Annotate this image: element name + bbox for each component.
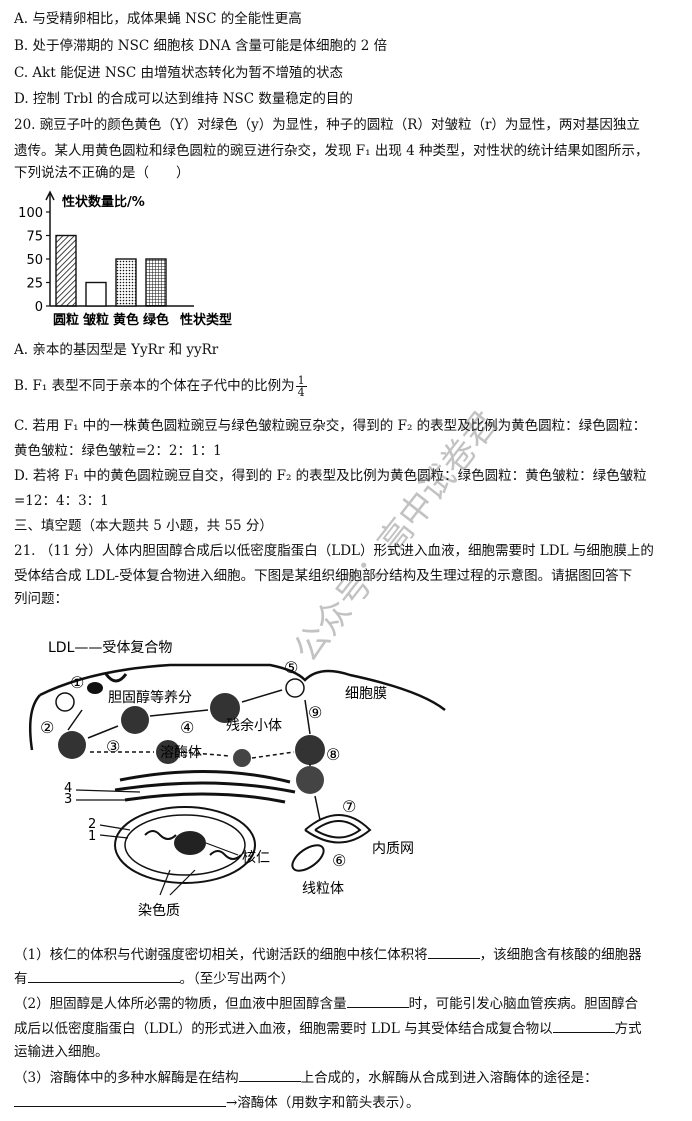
q21-part2-line1: （2）胆固醇是人体所必需的物质，但血液中胆固醇含量 时，可能引发心脑血管疾病。胆固… — [14, 993, 682, 1014]
lysosome-label: 溶酶体 — [160, 745, 202, 761]
q21-part2-line3: 运输进入细胞。 — [14, 1044, 109, 1060]
q21-stem-line1: 21. （11 分）人体内胆固醇合成后以低密度脂蛋白（LDL）形式进入血液，细胞… — [14, 543, 654, 559]
q19-option-d: D. 控制 Trbl 的合成可以达到维持 NSC 数量稳定的目的 — [14, 91, 353, 107]
cell-structure-diagram: LDL——受体复合物 细胞膜 胆固醇等养分 残余小体 溶酶体 核仁 内质网 线粒… — [29, 639, 446, 919]
q21-part1-text-c: 有 — [14, 971, 28, 987]
num-2: ② — [40, 718, 54, 737]
nucleolus-label: 核仁 — [242, 850, 270, 866]
q21-part1-text-d: 。（至少写出两个） — [179, 971, 295, 987]
q21-part2-line2: 成后以低密度脂蛋白（LDL）的形式进入血液，细胞需要时 LDL 与其受体结合成复… — [14, 1018, 682, 1039]
q20-option-d-line1: D. 若将 F₁ 中的黄色圆粒豌豆自交，得到的 F₂ 的表型及比例为黄色圆粒：绿… — [14, 468, 647, 484]
chart-y-tick-label: 0 — [35, 300, 43, 315]
num-5: ⑤ — [284, 658, 298, 677]
q21-part2-text-a: （2）胆固醇是人体所必需的物质，但血液中胆固醇含量 — [14, 996, 347, 1012]
q20-stem-line3: 下列说法不正确的是（ ） — [14, 165, 190, 181]
chromatin-label: 染色质 — [138, 902, 180, 919]
chart-category-label: 圆粒 — [53, 312, 79, 328]
q20-stem-line2: 遗传。某人用黄色圆粒和绿色圆粒的豌豆进行杂交，发现 F₁ 出现 4 种类型，对性… — [14, 143, 649, 159]
num-6: ⑥ — [332, 851, 346, 870]
fraction-numerator: 1 — [295, 374, 307, 387]
q21-part2-text-c: 成后以低密度脂蛋白（LDL）的形式进入血液，细胞需要时 LDL 与其受体结合成复… — [14, 1021, 553, 1037]
q21-part3-text-a: （3）溶酶体中的多种水解酶是在结构 — [14, 1070, 239, 1086]
q20-option-d-line2: =12：4：3：1 — [14, 493, 109, 509]
chart-y-axis-label: 性状数量比/% — [62, 194, 145, 210]
num-1: ① — [70, 673, 84, 692]
num-8: ⑧ — [326, 745, 340, 764]
answer-blank-1[interactable] — [427, 944, 480, 959]
q19-option-c: C. Akt 能促进 NSC 由增殖状态转化为暂不增殖的状态 — [14, 65, 344, 81]
chart-bar — [85, 281, 107, 307]
q21-part3-text-b: 上合成的，水解酶从合成到进入溶酶体的途径是： — [300, 1070, 598, 1086]
chart-x-axis-label: 性状类型 — [180, 312, 232, 328]
cell-membrane-shape — [39, 663, 446, 711]
mitochondrion-label: 线粒体 — [302, 881, 344, 897]
answer-blank-5[interactable] — [238, 1067, 301, 1082]
num-3: ③ — [106, 737, 120, 756]
q19-option-a: A. 与受精卵相比，成体果蝇 NSC 的全能性更高 — [14, 11, 302, 27]
q20-option-b-text: B. F₁ 表型不同于亲本的个体在子代中的比例为 — [14, 378, 295, 394]
q21-part3-line2: →溶酶体（用数字和箭头表示）。 — [14, 1092, 682, 1113]
q21-stem-line2: 受体结合成 LDL-受体复合物进入细胞。下图是某组织细胞部分结构及生理过程的示意… — [14, 568, 633, 584]
chart-bar — [55, 234, 77, 307]
chart-y-tick-label: 50 — [26, 253, 43, 268]
struct-2: 2 — [88, 817, 96, 832]
q21-part2-text-d: 方式 — [614, 1021, 642, 1037]
chart-y-tick-label: 75 — [26, 230, 43, 245]
answer-blank-3[interactable] — [346, 993, 409, 1008]
section-heading: 三、填空题（本大题共 5 小题，共 55 分） — [14, 518, 273, 534]
q21-part3-text-c: →溶酶体（用数字和箭头表示）。 — [226, 1095, 420, 1111]
q20-stem-line1: 20. 豌豆子叶的颜色黄色（Y）对绿色（y）为显性，种子的圆粒（R）对皱粒（r）… — [14, 117, 640, 133]
trait-ratio-bar-chart: 0 25 50 75 100 性状数量比/% 圆粒皱粒黄色绿色性状类型 — [18, 190, 232, 328]
q21-part1-line2: 有 。（至少写出两个） — [14, 968, 682, 989]
q21-part2-text-b: 时，可能引发心脑血管疾病。胆固醇合 — [408, 996, 639, 1012]
num-7: ⑦ — [342, 797, 356, 816]
chart-y-arrow — [45, 190, 55, 201]
answer-blank-6[interactable] — [14, 1092, 226, 1107]
fraction-denominator: 4 — [297, 386, 305, 399]
q20-option-c-line1: C. 若用 F₁ 中的一株黄色圆粒豌豆与绿色皱粒豌豆杂交，得到的 F₂ 的表型及… — [14, 418, 647, 434]
cell-membrane-label: 细胞膜 — [345, 686, 387, 702]
struct-4: 4 — [64, 781, 72, 796]
chart-category-label: 绿色 — [143, 312, 169, 328]
q19-option-b: B. 处于停滞期的 NSC 细胞核 DNA 含量可能是体细胞的 2 倍 — [14, 38, 388, 54]
q20-option-c-line2: 黄色皱粒：绿色皱粒=2：2：1：1 — [14, 443, 222, 459]
num-9: ⑨ — [308, 703, 322, 722]
q20-option-a: A. 亲本的基因型是 YyRr 和 yyRr — [14, 342, 219, 358]
chart-y-tick-label: 100 — [18, 206, 43, 221]
q21-stem-line3: 列问题： — [14, 591, 68, 607]
struct-1: 1 — [88, 829, 96, 844]
q21-part1-line1: （1）核仁的体积与代谢强度密切相关，代谢活跃的细胞中核仁体积将 ，该细胞含有核酸的… — [14, 944, 682, 965]
q21-part1-text-a: （1）核仁的体积与代谢强度密切相关，代谢活跃的细胞中核仁体积将 — [14, 947, 428, 963]
answer-blank-4[interactable] — [552, 1018, 615, 1033]
cholesterol-label: 胆固醇等养分 — [108, 689, 192, 706]
chart-category-label: 黄色 — [113, 312, 139, 328]
residual-body-label: 残余小体 — [226, 717, 282, 734]
struct-3: 3 — [64, 792, 72, 807]
er-label: 内质网 — [372, 841, 414, 857]
ldl-complex-label: LDL——受体复合物 — [48, 639, 172, 656]
chart-bar — [145, 258, 167, 307]
q21-part3-line1: （3）溶酶体中的多种水解酶是在结构 上合成的，水解酶从合成到进入溶酶体的途径是： — [14, 1067, 682, 1088]
chart-y-tick-label: 25 — [26, 277, 43, 292]
answer-blank-2[interactable] — [27, 968, 180, 983]
chart-bar — [115, 258, 137, 307]
q21-part1-text-b: ，该细胞含有核酸的细胞器 — [479, 947, 642, 963]
num-4: ④ — [180, 718, 194, 737]
chart-category-label: 皱粒 — [82, 312, 109, 328]
